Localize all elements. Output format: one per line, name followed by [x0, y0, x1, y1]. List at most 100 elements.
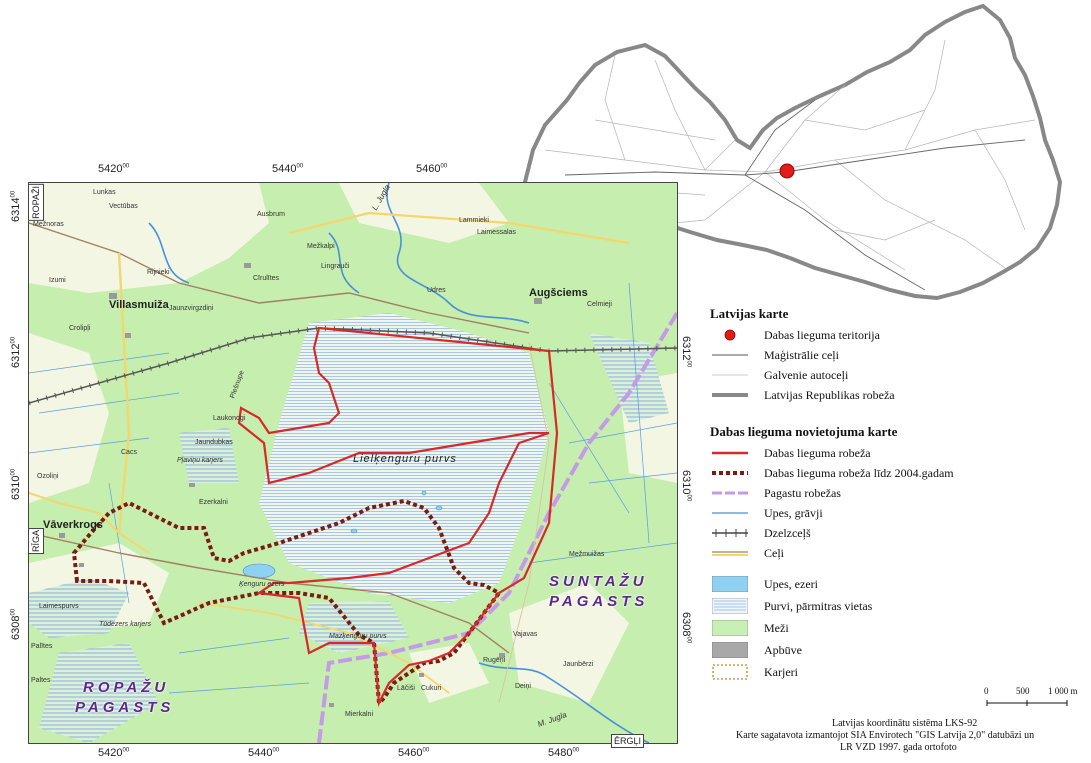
place-celmieji: Celmieji: [587, 301, 612, 308]
credit-source: Karte sagatavota izmantojot SIA Envirote…: [736, 730, 1035, 741]
y-label-right-3: 631000: [680, 470, 692, 502]
town-vaverkrogs: Vāverkrogs: [43, 519, 103, 531]
bog-small-4: [589, 333, 669, 423]
credit-orthophoto: LR VZD 1997. gada ortofoto: [840, 742, 957, 753]
place-laukonogi: Laukonogi: [213, 415, 246, 422]
scale-tick-1000: 1 000 m: [1048, 686, 1078, 696]
pagasts-boundary: [317, 311, 677, 743]
y-label-right-2: 631200: [680, 336, 692, 368]
old-reserve-boundary: [71, 498, 502, 708]
place-lunkas: Lunkas: [93, 189, 116, 196]
y-label-right-4: 630800: [680, 612, 692, 644]
town-augsciems: Augšciems: [529, 287, 588, 299]
place-lammieki: Lammieki: [459, 217, 489, 224]
place-laimessalas: Laimessalas: [477, 229, 516, 236]
place-lacisi: Lāčiši: [397, 685, 415, 692]
latvia-roads: [544, 39, 1036, 271]
place-palites: Palītes: [31, 643, 53, 650]
place-cirulites: Cīrulītes: [253, 275, 280, 282]
place-udres: Udres: [427, 287, 446, 294]
place-mezmuizas: Mežmuižas: [569, 551, 605, 558]
built-swatch-icon: [712, 642, 748, 658]
place-deini: Deiņi: [515, 683, 531, 690]
bog-name-label: Lielķenguru purvs: [353, 453, 457, 465]
rivers: [148, 183, 650, 743]
lakes: [242, 490, 443, 579]
blue-line-icon: [712, 512, 748, 514]
place-crolipli: Crolipļi: [69, 325, 91, 332]
railway-icon: [712, 529, 748, 537]
legend-reserve-title: Dabas lieguma novietojuma karte: [710, 424, 898, 439]
pagasts-suntazu-line1: SUNTAŽU: [549, 573, 648, 590]
place-lingrauci: Lingrauči: [321, 263, 350, 270]
town-villasmuiza: Villasmuiža: [109, 299, 169, 311]
place-kenguru-ezers: Ķenguru ezers: [239, 581, 285, 588]
place-cacs: Cacs: [121, 449, 137, 456]
pagasts-ropazu-line2: PAGASTS: [75, 699, 175, 716]
bog-small-1: [29, 578, 129, 638]
place-rugeni: Rugēņi: [483, 657, 506, 664]
bog-small-5: [179, 428, 239, 483]
y-label-1: 631400: [10, 190, 22, 222]
pagasts-ropazu-line1: ROPAŽU: [83, 679, 170, 696]
red-dot-icon: [724, 329, 736, 341]
latvia-border: [520, 3, 1063, 300]
direction-riga: RĪGA: [28, 528, 44, 555]
place-jaundubkas: Jaundubkas: [195, 439, 233, 446]
x-label-1: 542000: [98, 163, 130, 175]
place-ozolini: Ozoliņi: [37, 473, 59, 480]
direction-ergli: ĒRGĻI: [611, 734, 645, 748]
x-label-bottom-2: 544000: [248, 747, 280, 759]
x-label-bottom-1: 542000: [98, 747, 130, 759]
place-cukuri: Cukuri: [421, 685, 442, 692]
faint-line-icon: [712, 374, 748, 376]
legend-latvia-title: Latvijas karte: [710, 306, 789, 321]
place-jauniberzi: Jaunbērzi: [563, 661, 594, 668]
pagasts-suntazu-line2: PAGASTS: [549, 593, 649, 610]
latvia-overview-map: [520, 3, 1063, 300]
place-rijnieki: Rijnieki: [147, 269, 170, 276]
place-ausbrum: Ausbrum: [257, 211, 286, 218]
ditches: [29, 282, 677, 694]
water-swatch-icon: [712, 576, 748, 592]
bog-small-3: [39, 643, 159, 743]
place-tudezers-karjers: Tūdezers karjers: [99, 621, 152, 628]
place-mierkalni: Mierkalni: [345, 711, 374, 718]
scale-bar: [986, 700, 1068, 706]
x-label-bottom-4: 548000: [548, 747, 580, 759]
place-mezkalpi: Mežkalpi: [307, 243, 335, 250]
scale-tick-500: 500: [1016, 686, 1030, 696]
place-jaunzvirgzdini: Jaunzvirgzdiņi: [169, 305, 214, 312]
place-izumi: Izumi: [49, 277, 66, 284]
place-vajavas: Vajavas: [513, 631, 538, 638]
reserve-location-map: Lunkas Vectūbas Mežnoras Ausbrum Mežkalp…: [28, 182, 678, 744]
place-paltes: Paltes: [31, 677, 51, 684]
grey-border-icon: [712, 393, 748, 397]
buildings: [59, 263, 542, 707]
x-label-2: 544000: [272, 163, 304, 175]
forest-swatch-icon: [712, 620, 748, 636]
x-label-3: 546000: [416, 163, 448, 175]
bog-swatch-icon: [712, 598, 748, 614]
reserve-boundary: [237, 326, 559, 708]
y-label-2: 631200: [10, 336, 22, 368]
red-line-icon: [712, 451, 748, 455]
direction-ropazi: ROPAŽI: [28, 184, 44, 221]
y-label-3: 631000: [10, 468, 22, 500]
reserve-location-dot: [779, 163, 795, 179]
quarry-swatch-icon: [712, 664, 748, 680]
place-mazkenguru-purvs: Mazķenguru purvs: [329, 633, 387, 640]
road-icon: [712, 551, 748, 556]
place-ezerkalni: Ezerkalni: [199, 499, 228, 506]
dotted-brown-icon: [712, 471, 748, 475]
place-meznoras: Mežnoras: [33, 221, 64, 228]
place-vectubas: Vectūbas: [109, 203, 138, 210]
scale-tick-0: 0: [984, 686, 989, 696]
place-plavinu-karjers: Pļaviņu karjers: [177, 457, 223, 464]
purple-dash-icon: [712, 491, 748, 495]
thin-line-icon: [712, 354, 748, 356]
credit-coordinate-system: Latvijas koordinātu sistēma LKS-92: [832, 718, 978, 729]
x-label-bottom-3: 546000: [398, 747, 430, 759]
y-label-4: 630800: [10, 608, 22, 640]
place-laimespurvs: Laimespurvs: [39, 603, 79, 610]
